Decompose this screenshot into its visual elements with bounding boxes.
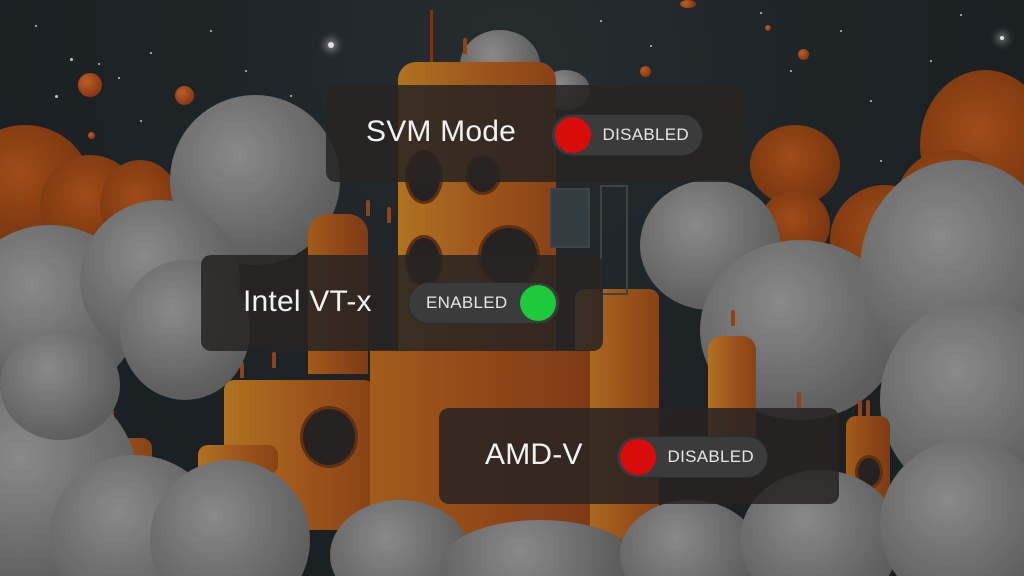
intel-vtx-state: ENABLED: [426, 293, 508, 312]
star-icon: [880, 160, 882, 162]
porthole: [300, 406, 358, 468]
planet-icon: [640, 66, 651, 77]
star-icon: [600, 20, 602, 22]
intel-vtx-panel: Intel VT-x ENABLED: [201, 255, 603, 351]
amd-v-label: AMD-V: [485, 438, 583, 471]
planet-icon: [765, 25, 771, 31]
star-icon: [328, 42, 334, 48]
svm-mode-label: SVM Mode: [366, 115, 516, 148]
figure: [366, 200, 370, 216]
scaffold: [600, 185, 628, 295]
star-icon: [290, 95, 292, 97]
amd-v-state: DISABLED: [667, 447, 754, 466]
star-icon: [245, 70, 247, 72]
figure: [240, 362, 244, 378]
star-icon: [840, 30, 842, 32]
star-icon: [98, 63, 100, 65]
status-off-indicator-icon: [620, 439, 656, 475]
figure: [463, 38, 467, 54]
svm-mode-panel: SVM Mode DISABLED: [326, 85, 745, 182]
star-icon: [35, 25, 37, 27]
figure: [858, 400, 862, 416]
planet-icon: [88, 132, 95, 139]
planet-icon: [680, 0, 696, 8]
status-on-indicator-icon: [520, 285, 556, 321]
planet-icon: [78, 73, 102, 97]
antenna: [430, 10, 433, 66]
planet-icon: [798, 49, 809, 60]
svm-mode-toggle[interactable]: DISABLED: [551, 114, 703, 156]
figure: [387, 207, 391, 223]
status-off-indicator-icon: [555, 117, 591, 153]
star-icon: [210, 30, 212, 32]
svm-mode-state: DISABLED: [602, 125, 689, 144]
star-icon: [760, 12, 762, 14]
intel-vtx-label: Intel VT-x: [243, 285, 372, 318]
gray-cloud: [0, 330, 120, 440]
intel-vtx-toggle[interactable]: ENABLED: [408, 282, 560, 324]
amd-v-panel: AMD-V DISABLED: [439, 408, 839, 504]
star-icon: [790, 70, 792, 72]
star-icon: [870, 100, 872, 102]
figure: [272, 352, 276, 368]
star-icon: [960, 14, 962, 16]
figure: [797, 392, 801, 408]
star-icon: [650, 45, 652, 47]
figure: [731, 310, 735, 326]
star-icon: [70, 58, 73, 61]
planet-icon: [175, 86, 194, 105]
star-icon: [118, 77, 120, 79]
star-icon: [140, 120, 142, 122]
amd-v-toggle[interactable]: DISABLED: [616, 436, 768, 478]
star-icon: [55, 95, 58, 98]
star-icon: [1000, 36, 1004, 40]
scaffold: [550, 188, 590, 248]
star-icon: [930, 60, 932, 62]
star-icon: [150, 52, 152, 54]
figure: [866, 400, 870, 416]
